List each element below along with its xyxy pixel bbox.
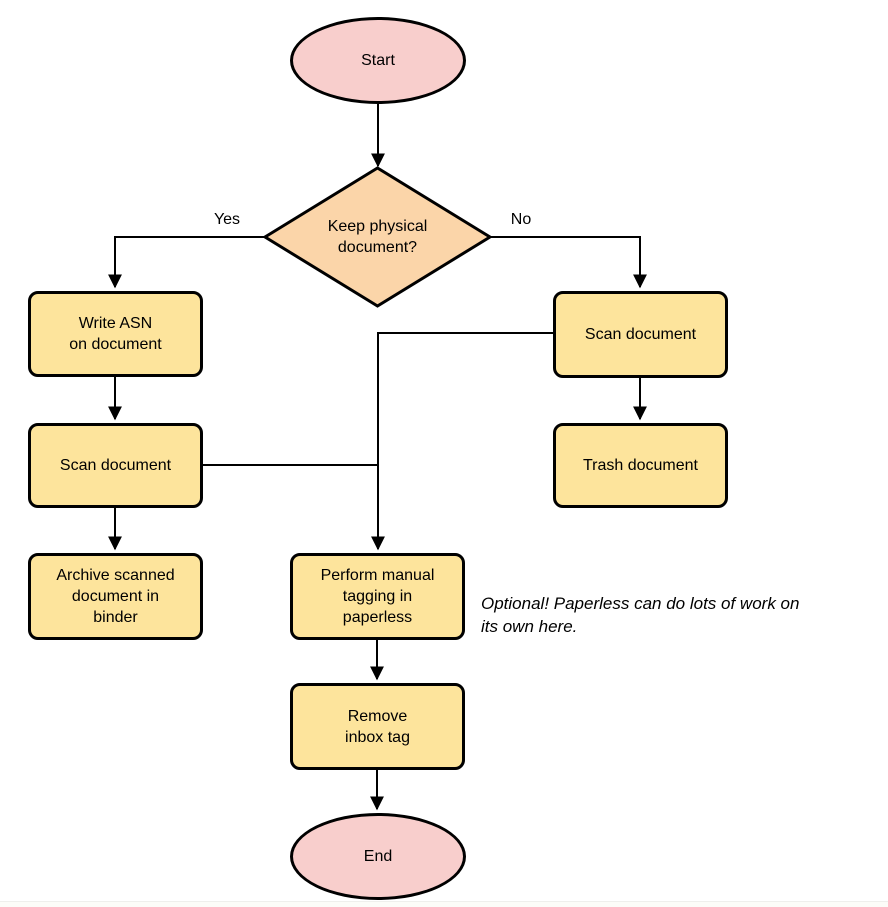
node-tagging: Perform manual tagging in paperless xyxy=(290,553,465,640)
node-remove-inbox-label: Remove inbox tag xyxy=(345,707,410,746)
node-start-label: Start xyxy=(361,52,395,69)
node-archive: Archive scanned document in binder xyxy=(28,553,203,640)
canvas-bottom-divider xyxy=(0,901,888,902)
node-remove-inbox: Remove inbox tag xyxy=(290,683,465,770)
node-archive-label: Archive scanned document in binder xyxy=(56,567,175,626)
edge-decision-yes-to-write-asn xyxy=(108,236,265,289)
edge-label-no: No xyxy=(497,211,545,229)
edge-decision-no-to-scan-right xyxy=(490,236,647,289)
node-trash: Trash document xyxy=(553,423,728,508)
node-start: Start xyxy=(290,17,466,104)
node-scan-left-label: Scan document xyxy=(59,457,172,474)
edge-scan-right-to-tagging xyxy=(371,332,553,551)
annotation-optional-note: Optional! Paperless can do lots of work … xyxy=(481,594,800,636)
node-tagging-label: Perform manual tagging in paperless xyxy=(320,567,435,626)
node-decision: Keep physical document? xyxy=(263,166,492,308)
node-end-label: End xyxy=(363,848,393,865)
node-decision-label: Keep physical document? xyxy=(327,218,428,256)
decision-diamond-shape xyxy=(263,166,492,308)
edge-label-yes: Yes xyxy=(203,211,251,229)
node-trash-label: Trash document xyxy=(582,457,698,474)
node-write-asn-label: Write ASN on document xyxy=(69,315,162,353)
canvas-bottom-strip xyxy=(0,902,888,907)
node-scan-left: Scan document xyxy=(28,423,203,508)
node-scan-right-label: Scan document xyxy=(584,326,697,343)
node-end: End xyxy=(290,813,466,900)
node-scan-right: Scan document xyxy=(553,291,728,378)
node-write-asn: Write ASN on document xyxy=(28,291,203,377)
